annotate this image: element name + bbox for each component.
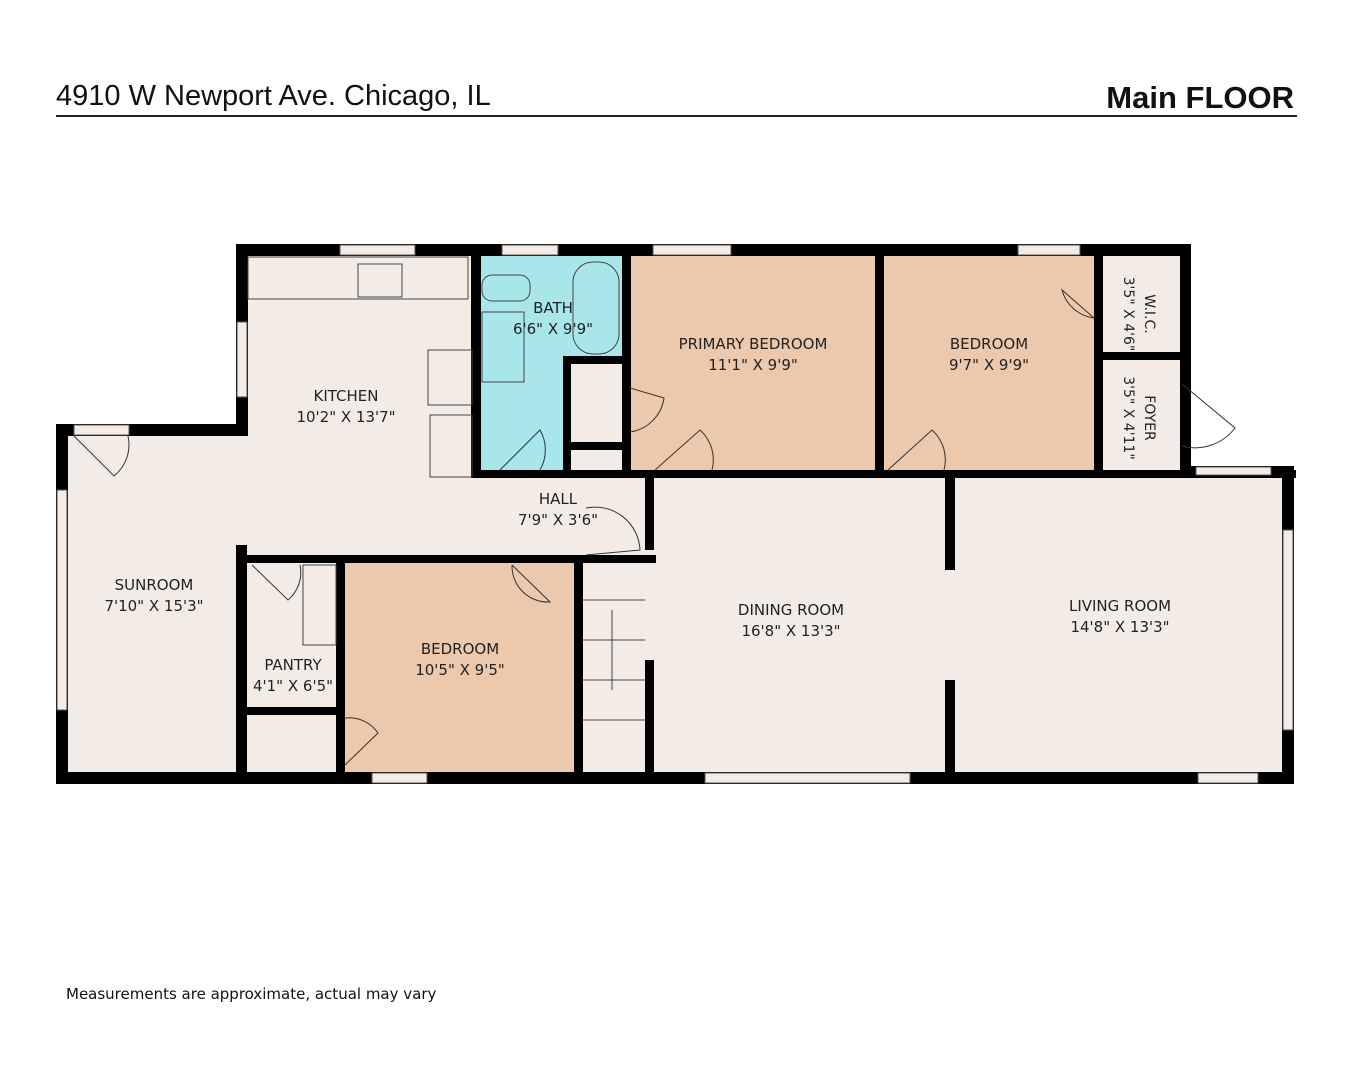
room-name: SUNROOM	[114, 576, 194, 594]
room-name: PRIMARY BEDROOM	[678, 335, 828, 353]
room-name: BEDROOM	[420, 640, 500, 658]
room-dims: 7'9" X 3'6"	[517, 511, 599, 529]
floor-title: Main FLOOR	[1106, 80, 1294, 115]
door-swings	[73, 288, 1236, 766]
room-name: BATH	[533, 299, 573, 317]
room-primary-bedroom: PRIMARY BEDROOM 11'1" X 9'9"	[679, 334, 828, 376]
room-dims: 3'5" X 4'6"	[1120, 276, 1136, 352]
room-hall: HALL 7'9" X 3'6"	[518, 489, 598, 531]
fixtures	[247, 256, 645, 721]
room-dims: 4'1" X 6'5"	[252, 677, 334, 695]
room-name: W.I.C.	[1141, 294, 1157, 334]
address-title: 4910 W Newport Ave. Chicago, IL	[56, 80, 491, 112]
room-bedroom-2: BEDROOM 9'7" X 9'9"	[949, 334, 1029, 376]
room-dims: 6'6" X 9'9"	[512, 320, 594, 338]
room-name: HALL	[538, 490, 578, 508]
room-dims: 9'7" X 9'9"	[948, 356, 1030, 374]
room-living-room: LIVING ROOM 14'8" X 13'3"	[1069, 596, 1171, 638]
room-dims: 10'2" X 13'7"	[296, 408, 396, 426]
room-dims: 11'1" X 9'9"	[708, 356, 798, 374]
room-bath: BATH 6'6" X 9'9"	[513, 298, 593, 340]
room-name: BEDROOM	[949, 335, 1029, 353]
room-dims: 3'5" X 4'11"	[1120, 376, 1136, 460]
room-floors	[62, 252, 1290, 775]
room-name: DINING ROOM	[737, 601, 845, 619]
room-dims: 7'10" X 15'3"	[104, 597, 204, 615]
room-kitchen: KITCHEN 10'2" X 13'7"	[296, 386, 395, 428]
room-dims: 16'8" X 13'3"	[741, 622, 841, 640]
room-name: KITCHEN	[313, 387, 379, 405]
room-sunroom: SUNROOM 7'10" X 15'3"	[104, 575, 203, 617]
room-pantry: PANTRY 4'1" X 6'5"	[253, 655, 333, 697]
room-foyer: FOYER 3'5" X 4'11"	[1117, 376, 1159, 460]
room-dining-room: DINING ROOM 16'8" X 13'3"	[738, 600, 844, 642]
disclaimer: Measurements are approximate, actual may…	[66, 985, 437, 1003]
room-bedroom-3: BEDROOM 10'5" X 9'5"	[415, 639, 505, 681]
room-name: PANTRY	[264, 656, 322, 674]
room-name: LIVING ROOM	[1068, 597, 1172, 615]
room-name: FOYER	[1141, 395, 1157, 441]
room-dims: 14'8" X 13'3"	[1070, 618, 1170, 636]
windows	[56, 244, 1294, 784]
room-dims: 10'5" X 9'5"	[415, 661, 505, 679]
room-wic: W.I.C. 3'5" X 4'6"	[1117, 277, 1159, 352]
header-divider	[56, 115, 1297, 117]
